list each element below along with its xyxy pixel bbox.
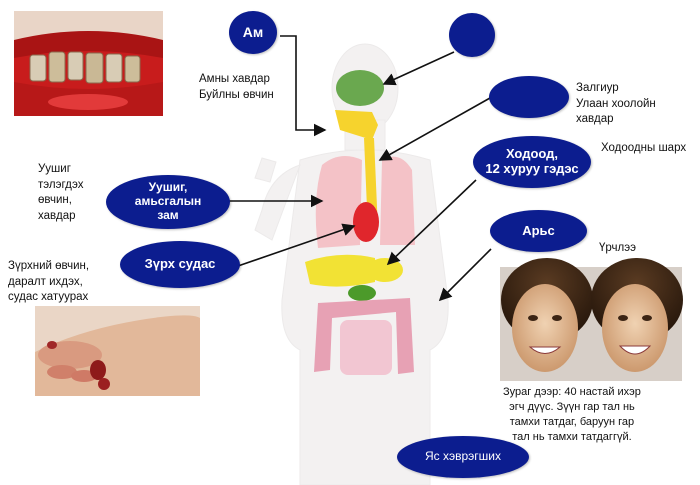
heart-oval: Зүрх судас	[120, 241, 240, 288]
lungs-organ	[315, 156, 362, 248]
bones-oval: Яс хэврэгших	[397, 436, 529, 478]
arrow-mouth	[280, 35, 327, 137]
lungs-oval: Уушиг, амьсгалын зам	[106, 175, 230, 229]
arrows	[228, 35, 492, 302]
arrow-skin	[438, 248, 492, 302]
lungs-label: Уушиг тэлэгдэх өвчин, хавдар	[38, 163, 84, 222]
skin-oval: Арьс	[490, 210, 587, 252]
stomach-label: Ходоодны шарх	[601, 142, 687, 154]
brain-oval	[449, 13, 495, 57]
brain-organ	[336, 70, 384, 106]
arrow-throat	[378, 97, 491, 161]
mouth-oval: Ам	[229, 11, 277, 54]
mouth-label: Амны хавдар Буйлны өвчин	[199, 73, 274, 101]
throat-oval	[489, 76, 569, 118]
heart-organ	[353, 202, 379, 242]
organs	[305, 70, 415, 375]
throat-label: Залгиур Улаан хоолойн хавдар	[576, 82, 656, 126]
mouth-throat-organ	[335, 110, 378, 140]
arrow-stomach	[386, 179, 477, 266]
mouth-photo	[14, 11, 163, 116]
stomach-oval: Ходоод, 12 хуруу гэдэс	[473, 136, 591, 188]
intestine-organ	[314, 298, 414, 374]
gallbladder-organ	[348, 285, 376, 301]
twins-photo	[500, 258, 683, 381]
arrow-brain	[382, 51, 455, 86]
liver-organ	[305, 254, 375, 287]
stomach-organ	[367, 258, 403, 282]
photo-caption: Зураг дээр: 40 настай ихэр эгч дүүс. Зүү…	[503, 386, 641, 443]
arrow-heart	[237, 223, 356, 267]
foot-photo	[35, 306, 200, 396]
skin-label: Үрчлээ	[599, 242, 636, 254]
heart-label: Зүрхний өвчин, даралт ихдэх, судас хатуу…	[8, 260, 90, 304]
